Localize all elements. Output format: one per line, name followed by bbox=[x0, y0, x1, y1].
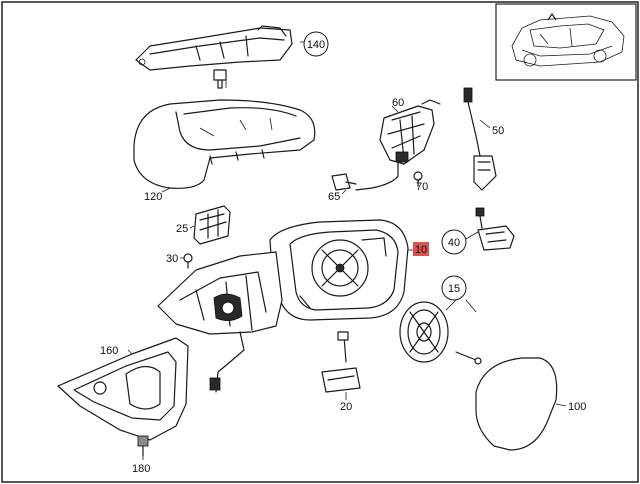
callout-30-text[interactable]: 30 bbox=[166, 253, 178, 265]
callout-120-text[interactable]: 120 bbox=[144, 191, 162, 203]
callout-15-text: 15 bbox=[448, 283, 460, 295]
callout-60-text[interactable]: 60 bbox=[392, 97, 404, 109]
car-locator-inset bbox=[495, 3, 637, 81]
part-65-connector[interactable] bbox=[331, 173, 357, 191]
callout-20-text[interactable]: 20 bbox=[340, 401, 352, 413]
part-120-housing-cover[interactable] bbox=[133, 99, 316, 189]
callout-25-text[interactable]: 25 bbox=[176, 223, 188, 235]
part-140-turn-signal[interactable] bbox=[135, 25, 293, 89]
part-20-connector[interactable] bbox=[321, 331, 361, 393]
part-60-adjust-motor[interactable] bbox=[355, 99, 441, 191]
callout-10-highlight bbox=[413, 242, 429, 256]
callout-70-text[interactable]: 70 bbox=[416, 181, 428, 193]
callout-40-text: 40 bbox=[448, 237, 460, 249]
callout-65-text[interactable]: 65 bbox=[328, 191, 340, 203]
part-30-screw[interactable] bbox=[183, 253, 193, 269]
part-100-mirror-glass[interactable] bbox=[475, 357, 558, 451]
part-15-actuator-disc[interactable] bbox=[399, 301, 482, 365]
callout-10[interactable]: 10 bbox=[413, 242, 429, 256]
callout-140[interactable]: 140 bbox=[303, 31, 329, 57]
callout-180-text[interactable]: 180 bbox=[132, 463, 150, 475]
callout-50-text[interactable]: 50 bbox=[492, 125, 504, 137]
part-50-cable-harness[interactable] bbox=[463, 87, 497, 191]
part-10-mirror-base-assembly[interactable] bbox=[157, 219, 409, 393]
part-40-plug-unit[interactable] bbox=[475, 207, 515, 251]
callout-15[interactable]: 15 bbox=[441, 275, 467, 301]
part-180-screw[interactable] bbox=[137, 435, 149, 457]
callout-10-text: 10 bbox=[415, 244, 427, 256]
callout-140-text: 140 bbox=[307, 39, 325, 51]
part-160-trim-panel[interactable] bbox=[57, 337, 189, 441]
part-25-control-unit[interactable] bbox=[193, 205, 231, 245]
callout-100-text[interactable]: 100 bbox=[568, 401, 586, 413]
callout-40[interactable]: 40 bbox=[441, 229, 467, 255]
callout-160-text[interactable]: 160 bbox=[100, 345, 118, 357]
